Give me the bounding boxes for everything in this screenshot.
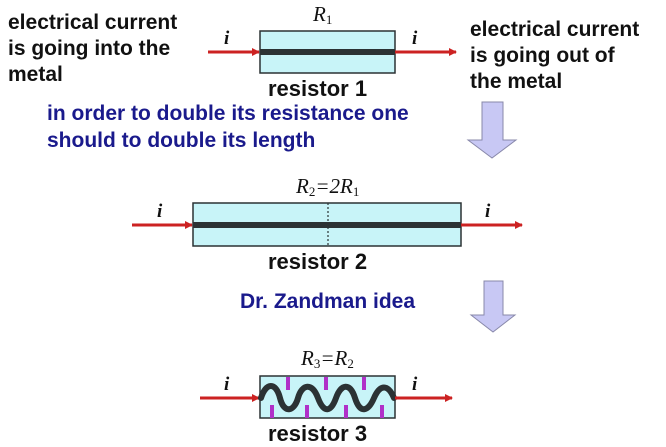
resistor-3-serpentine-conductor xyxy=(258,383,397,413)
current-symbol: i xyxy=(224,374,230,395)
formula-rest: =2R xyxy=(315,174,353,198)
formula-rest: =R xyxy=(320,346,348,370)
formula-subscript: 2 xyxy=(308,184,316,199)
output-caption-line: is going out of xyxy=(470,44,615,67)
input-caption-line: electrical current xyxy=(8,11,178,34)
instruction-text: in order to double its resistance one sh… xyxy=(47,100,409,154)
pin xyxy=(286,377,290,390)
current-symbol: i xyxy=(412,374,418,395)
resistor-3-label: resistor 3 xyxy=(268,421,368,446)
down-arrow-icon xyxy=(466,101,518,159)
current-symbol: i xyxy=(157,201,163,222)
resistor-3-formula: R3=R2 xyxy=(301,346,354,372)
current-symbol: i xyxy=(412,28,418,49)
pin xyxy=(324,377,328,390)
resistor-1 xyxy=(208,30,457,74)
pin xyxy=(380,405,384,418)
input-caption: electrical current is going into the met… xyxy=(8,10,177,88)
output-caption: electrical current is going out of the m… xyxy=(470,17,639,95)
pin xyxy=(270,405,274,418)
input-caption-line: metal xyxy=(8,63,63,86)
formula-subscript: 3 xyxy=(313,356,321,371)
output-caption-line: the metal xyxy=(470,70,563,93)
idea-caption: Dr. Zandman idea xyxy=(240,290,416,313)
resistor-2-label: resistor 2 xyxy=(268,249,368,274)
input-caption-line: is going into the xyxy=(8,37,171,60)
output-caption-line: electrical current xyxy=(470,18,640,41)
resistor-3 xyxy=(200,375,453,419)
formula-symbol: R xyxy=(296,174,309,198)
formula-subscript: 1 xyxy=(352,184,360,199)
formula-subscript: 1 xyxy=(325,12,333,27)
pin xyxy=(362,377,366,390)
formula-symbol: R xyxy=(301,346,314,370)
resistor-1-formula: R1 xyxy=(313,2,332,28)
down-arrow-icon xyxy=(469,280,517,333)
current-symbol: i xyxy=(224,28,230,49)
current-symbol: i xyxy=(485,201,491,222)
instruction-line: should to double its length xyxy=(47,129,316,152)
formula-symbol: R xyxy=(313,2,326,26)
resistor-1-label: resistor 1 xyxy=(268,76,368,101)
instruction-line: in order to double its resistance one xyxy=(47,102,409,125)
resistor-2-formula: R2=2R1 xyxy=(296,174,359,200)
pin xyxy=(344,405,348,418)
formula-subscript: 2 xyxy=(347,356,354,371)
resistor-2 xyxy=(132,202,523,247)
pin xyxy=(305,405,309,418)
